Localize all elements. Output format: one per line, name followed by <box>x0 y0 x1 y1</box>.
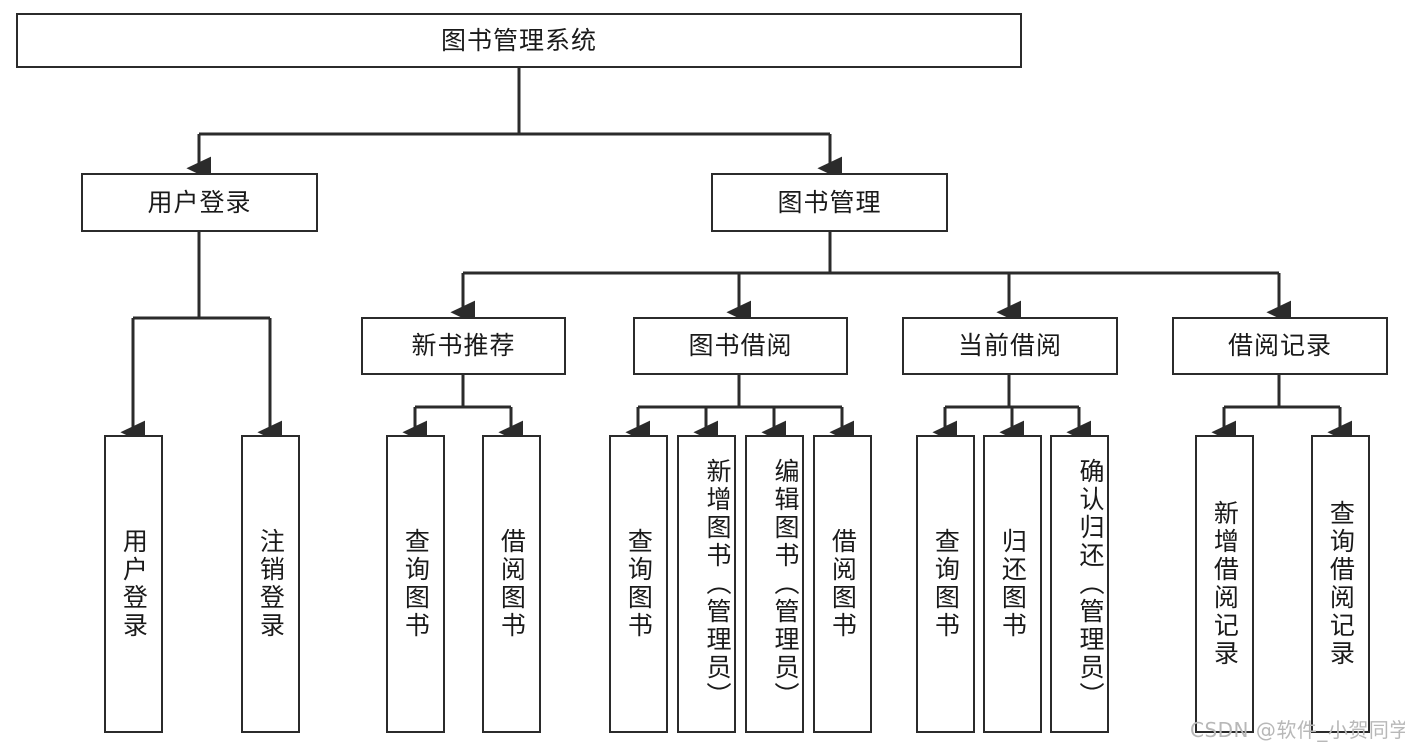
leaf-return-book[interactable]: 归还图书 <box>983 435 1042 733</box>
leaf-borrow-book[interactable]: 借阅图书 <box>813 435 872 733</box>
leaf-add-borrow-record[interactable]: 新增借阅记录 <box>1195 435 1254 733</box>
node-new-book-recommend[interactable]: 新书推荐 <box>361 317 566 375</box>
leaf-query-book-recommend[interactable]: 查询图书 <box>386 435 445 733</box>
leaf-edit-book-admin[interactable]: 编辑图书（管理员） <box>745 435 804 733</box>
node-book-borrow[interactable]: 图书借阅 <box>633 317 848 375</box>
node-root-system[interactable]: 图书管理系统 <box>16 13 1022 68</box>
csdn-watermark: CSDN @软件_小贺同学 <box>1190 718 1405 742</box>
leaf-query-book-current[interactable]: 查询图书 <box>916 435 975 733</box>
node-current-borrow[interactable]: 当前借阅 <box>902 317 1118 375</box>
node-borrow-records[interactable]: 借阅记录 <box>1172 317 1388 375</box>
leaf-confirm-return-admin[interactable]: 确认归还（管理员） <box>1050 435 1109 733</box>
leaf-borrow-book-recommend[interactable]: 借阅图书 <box>482 435 541 733</box>
leaf-query-book-borrow[interactable]: 查询图书 <box>609 435 668 733</box>
leaf-user-login[interactable]: 用户登录 <box>104 435 163 733</box>
leaf-add-book-admin[interactable]: 新增图书（管理员） <box>677 435 736 733</box>
leaf-query-borrow-record[interactable]: 查询借阅记录 <box>1311 435 1370 733</box>
leaf-user-logout[interactable]: 注销登录 <box>241 435 300 733</box>
node-book-management[interactable]: 图书管理 <box>711 173 948 232</box>
node-user-login[interactable]: 用户登录 <box>81 173 318 232</box>
